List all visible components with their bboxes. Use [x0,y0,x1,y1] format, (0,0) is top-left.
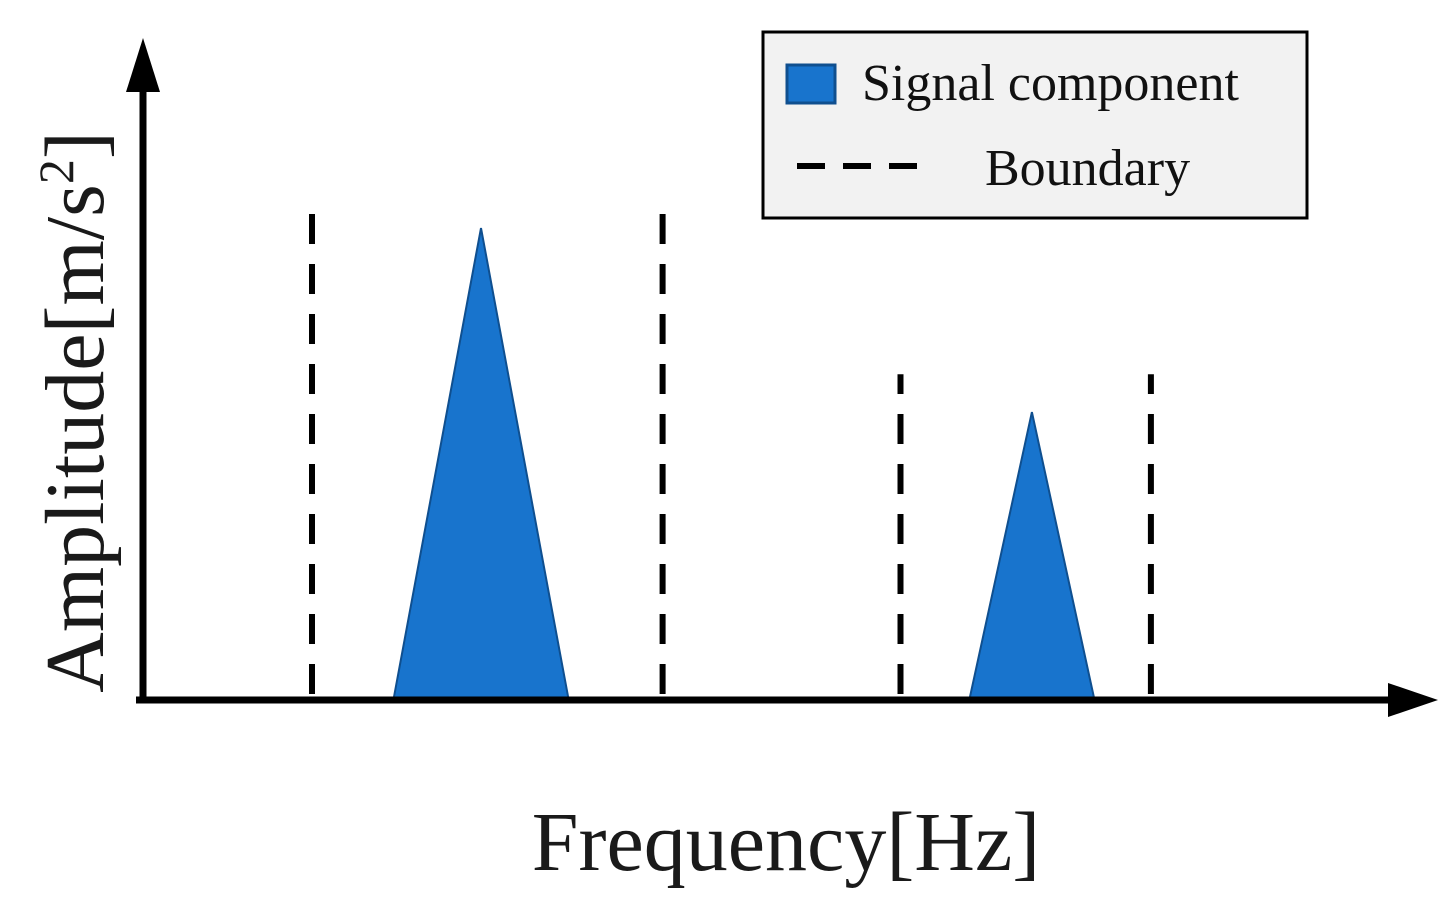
chart-marks [309,204,1154,701]
x-axis-arrow-icon [1388,683,1438,717]
legend-boundary-label: Boundary [985,140,1190,197]
y-axis-arrow-icon [126,38,160,92]
y-axis-label: Amplitude[m/s2] [28,131,122,693]
legend-signal-label: Signal component [862,55,1240,112]
legend-signal-swatch [785,63,837,105]
legend-box [761,30,1309,220]
y-axis-label-main: Amplitude[m/s [29,184,122,693]
legend: Signal component Boundary [761,30,1309,220]
signal-component-1 [392,227,570,701]
x-axis-label: Frequency[Hz] [532,796,1040,889]
y-axis-label-close: ] [29,131,122,159]
y-axis-label-superscript: 2 [28,159,84,184]
signal-component-2 [968,411,1096,701]
